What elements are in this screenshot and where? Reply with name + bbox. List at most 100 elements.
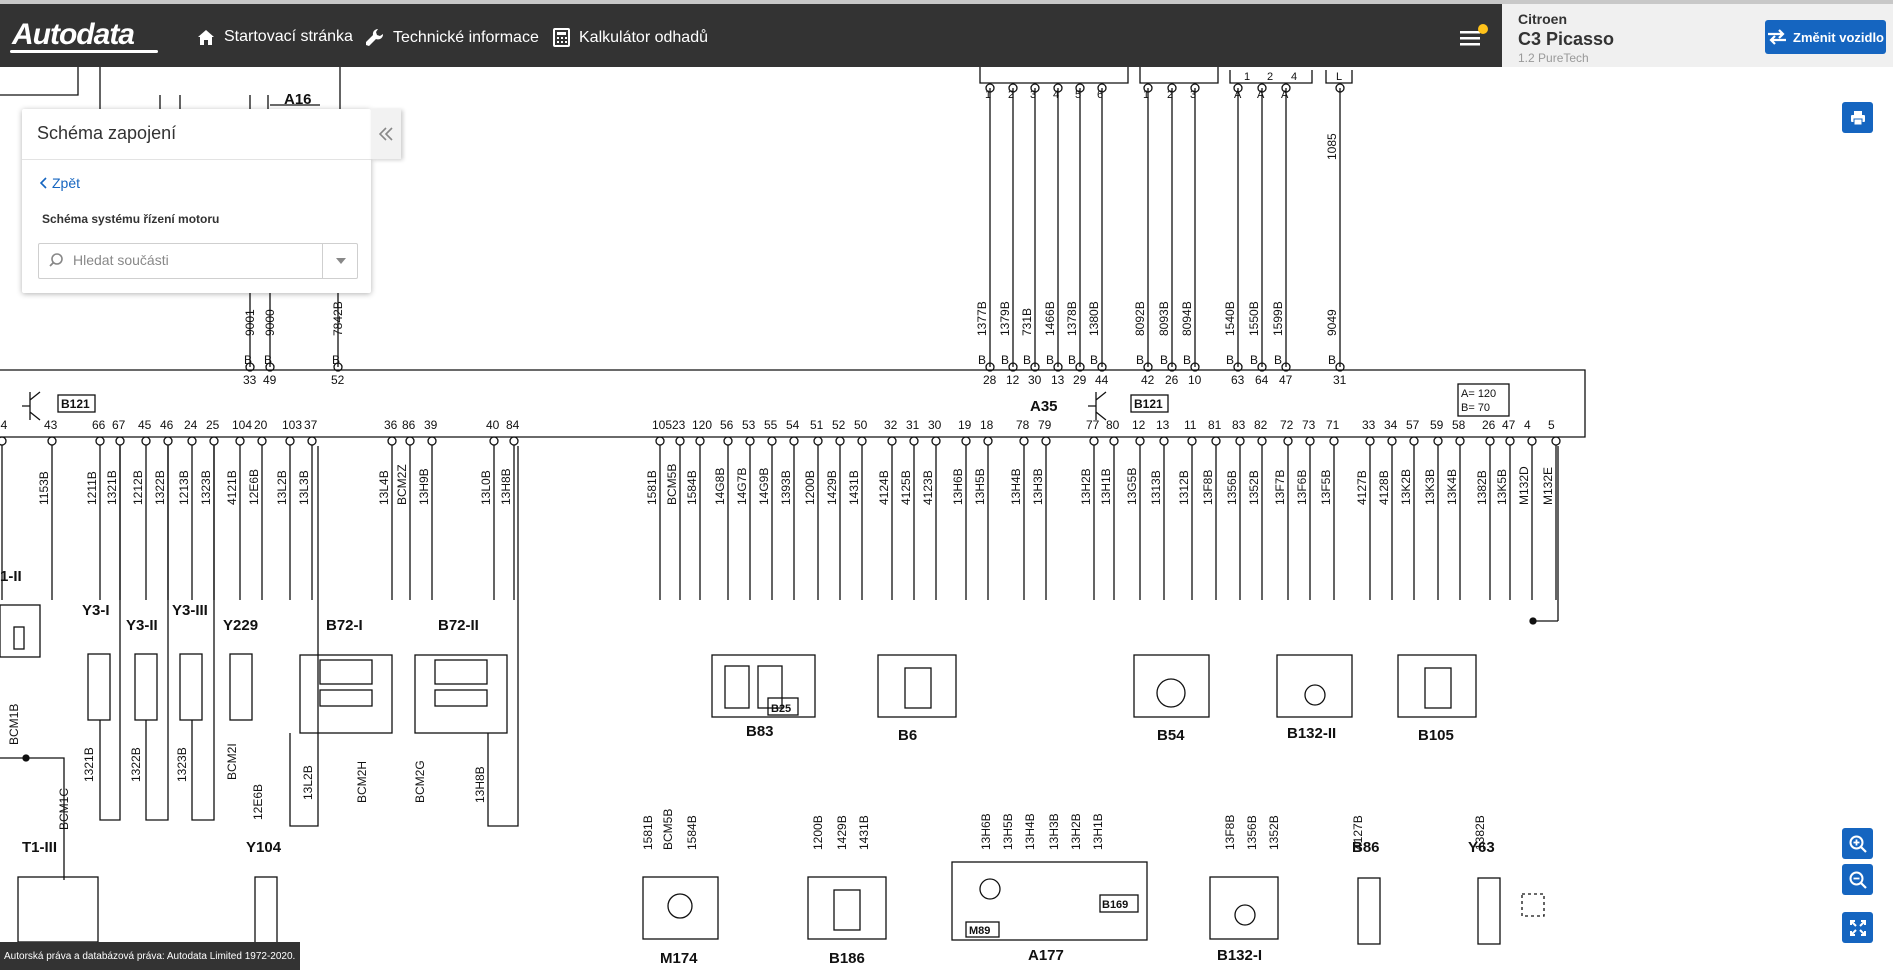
change-vehicle-label: Změnit vozidlo: [1793, 29, 1884, 45]
pin-number: 13: [1156, 418, 1170, 432]
pin-number: 64: [1255, 373, 1269, 387]
pin-number: 12: [1006, 373, 1020, 387]
pin-terminal: [909, 436, 919, 446]
pin-letter: B: [1160, 353, 1168, 367]
print-button[interactable]: [1842, 102, 1873, 133]
wire-label: 1352B: [1267, 815, 1281, 850]
notification-dot: [1478, 24, 1488, 34]
pin-terminal: [961, 436, 971, 446]
pin-number: 31: [906, 418, 920, 432]
pin-number: 80: [1106, 418, 1120, 432]
pin-letter: B: [1046, 353, 1054, 367]
zoom-in-button[interactable]: [1842, 828, 1873, 859]
label-m89: M89: [969, 925, 990, 937]
wire-label: 1429B: [835, 815, 849, 850]
wire-label: 13K4B: [1445, 469, 1459, 505]
wire-label: 13H4B: [1023, 813, 1037, 850]
pin-terminal: [47, 436, 57, 446]
pin-number: 78: [1016, 418, 1030, 432]
pin-number: 36: [384, 418, 398, 432]
pin-letter: B: [1068, 353, 1076, 367]
wire-label: 14G7B: [735, 468, 749, 505]
wire-label: 13H2B: [1069, 813, 1083, 850]
nav-home[interactable]: Startovací stránka: [197, 28, 353, 46]
plug-pin: 3: [1030, 89, 1036, 101]
fullscreen-button[interactable]: [1842, 912, 1873, 943]
pin-number: 104: [232, 418, 252, 432]
wire-label: 13L4B: [377, 470, 391, 505]
autodata-logo[interactable]: Autodata: [12, 18, 135, 51]
pin-terminal: [405, 436, 415, 446]
pin-letter: B: [1328, 353, 1336, 367]
pin-terminal: [285, 436, 295, 446]
wire-label: 8092B: [1133, 301, 1147, 336]
caret-down-icon: [335, 258, 346, 264]
wire-label: 1431B: [847, 470, 861, 505]
wire-label: 1378B: [1065, 301, 1079, 336]
label-b186: B186: [829, 950, 865, 967]
change-vehicle-button[interactable]: Změnit vozidlo: [1765, 20, 1886, 54]
panel-header: Schéma zapojení: [22, 109, 371, 160]
label-ab-b: B= 70: [1461, 402, 1490, 414]
wire-label: 13H5B: [1001, 813, 1015, 850]
nav-estimate-calculator[interactable]: Kalkulátor odhadů: [553, 28, 708, 47]
vehicle-model: C3 Picasso: [1518, 29, 1615, 49]
pin-terminal: [767, 436, 777, 446]
wire-label: 13H8B: [499, 468, 513, 505]
wire-label: 13F5B: [1319, 470, 1333, 505]
nav-estimate-calculator-label: Kalkulátor odhadů: [579, 28, 708, 46]
back-link[interactable]: Zpět: [40, 175, 80, 191]
pin-terminal: [813, 436, 823, 446]
label-b105: B105: [1418, 727, 1454, 744]
plug-pin: 1: [1143, 89, 1149, 101]
wire-label: 1550B: [1247, 301, 1261, 336]
pin-terminal: [695, 436, 705, 446]
zoom-in-icon: [1849, 835, 1867, 853]
search-dropdown-toggle[interactable]: [322, 244, 358, 278]
pin-number: 59: [1430, 418, 1444, 432]
wire-label: 13F7B: [1273, 470, 1287, 505]
pin-number: 26: [1482, 418, 1496, 432]
wire-label: 1153B: [37, 471, 51, 505]
wire-label: 1380B: [1087, 301, 1101, 336]
pin-number: 31: [1333, 373, 1347, 387]
wiring-diagram-panel: Schéma zapojení Zpět Schéma systému říze…: [22, 109, 401, 293]
menu-button[interactable]: [1460, 24, 1488, 52]
pin-terminal: [1433, 436, 1443, 446]
label-y3-ii: Y3-II: [126, 617, 158, 634]
wire-label: BCM2Z: [395, 464, 409, 505]
wire-label: 1322B: [153, 470, 167, 505]
wire-label: BCM2G: [413, 760, 427, 803]
pin-terminal: [1387, 436, 1397, 446]
zoom-out-button[interactable]: [1842, 864, 1873, 895]
pin-number: 34: [1384, 418, 1398, 432]
pin-terminal: [509, 436, 519, 446]
chevron-left-icon: [40, 177, 47, 189]
collapse-panel-button[interactable]: [371, 109, 401, 159]
pin-letter: B: [1001, 353, 1009, 367]
panel-title: Schéma zapojení: [37, 123, 177, 143]
pin-number: 84: [506, 418, 520, 432]
pin-number: 20: [254, 418, 268, 432]
pin-terminal: [1305, 436, 1315, 446]
pin-number: 24: [184, 418, 198, 432]
pin-number: 83: [1232, 418, 1246, 432]
pin-terminal: [1159, 436, 1169, 446]
plug-pin: 1: [985, 89, 991, 101]
label-b132-ii: B132-II: [1287, 725, 1336, 742]
pin-number: 86: [402, 418, 416, 432]
wire-label: 13H9B: [417, 468, 431, 505]
search-input[interactable]: [73, 244, 313, 276]
label-b72-i: B72-I: [326, 617, 363, 634]
pin-number: 73: [1302, 418, 1316, 432]
pin-number: 66: [92, 418, 106, 432]
wire-label: 13K3B: [1423, 469, 1437, 505]
wire-label: 1200B: [811, 815, 825, 850]
wiring-diagram[interactable]: A16 A35 B121 B121 A= 120 B= 70 1-II Y3-I…: [0, 67, 1893, 970]
nav-technical-info[interactable]: Technické informace: [365, 28, 539, 47]
pin-terminal: [857, 436, 867, 446]
wire-label: 4127B: [1355, 470, 1369, 505]
wire-label: 13H2B: [1079, 468, 1093, 505]
zoom-out-icon: [1849, 871, 1867, 889]
label-b86: B86: [1352, 839, 1380, 856]
